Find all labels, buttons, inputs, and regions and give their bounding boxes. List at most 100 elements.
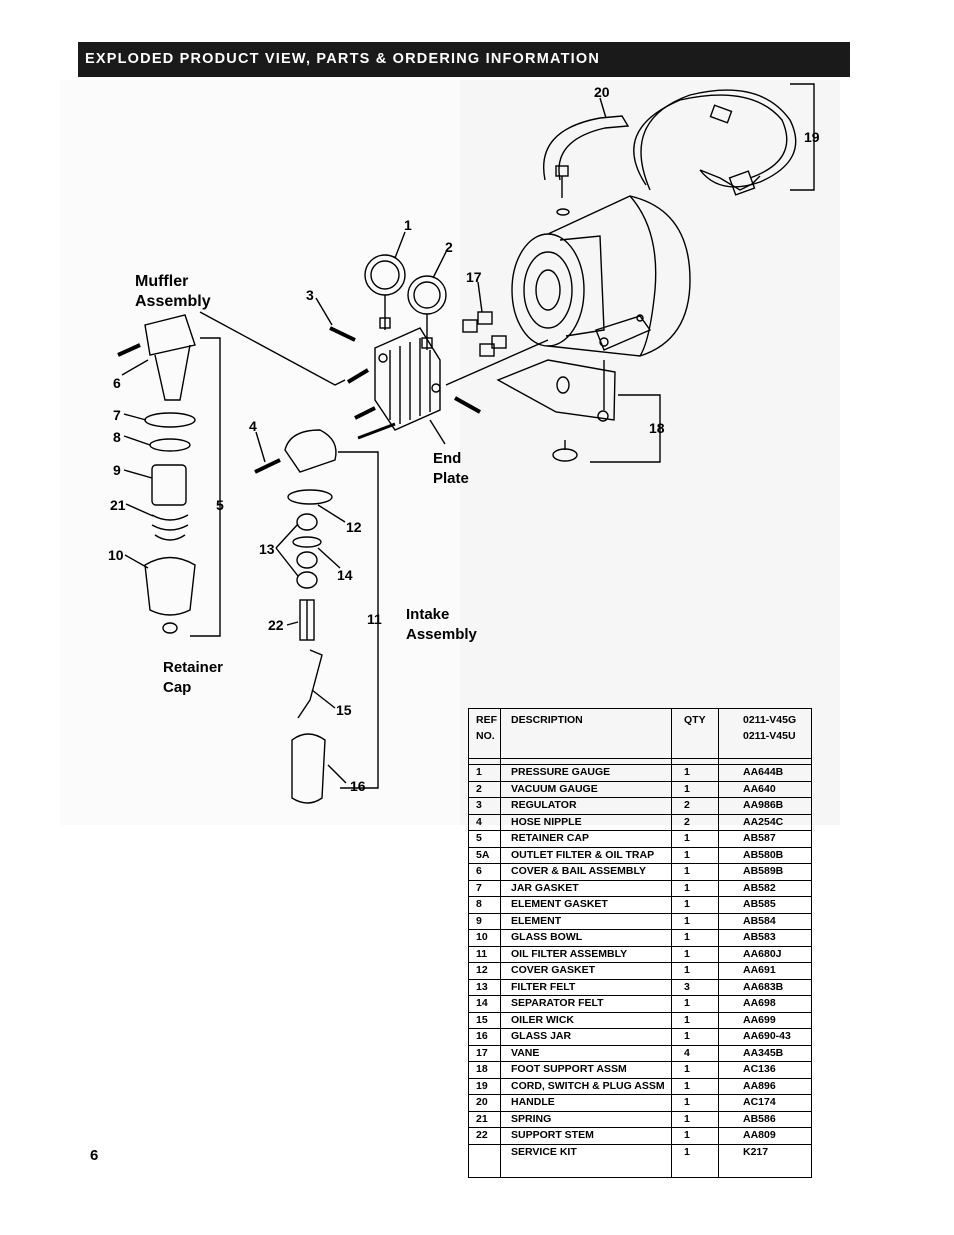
cell-description: COVER & BAIL ASSEMBLY [500,863,672,881]
callout-13: 13 [259,541,275,557]
intake-label-line2: Assembly [406,626,477,643]
callout-1: 1 [404,217,412,233]
cell-ref: 9 [468,913,501,930]
cell-qty: 1 [671,962,719,980]
cell-qty: 1 [671,764,719,782]
cell-qty: 1 [671,781,719,798]
cell-description: SEPARATOR FELT [500,995,672,1013]
cell-description: CORD, SWITCH & PLUG ASSM [500,1078,672,1095]
parts-table-header: REF NO. DESCRIPTION QTY 0211-V45G 0211-V… [468,708,812,759]
cell-ref: 13 [468,979,501,996]
cell-part-number: AA896 [718,1078,812,1095]
callout-10: 10 [108,547,124,563]
callout-3: 3 [306,287,314,303]
callout-2: 2 [445,239,453,255]
cell-description: ELEMENT GASKET [500,896,672,914]
parts-table: REF NO. DESCRIPTION QTY 0211-V45G 0211-V… [468,708,812,1178]
callout-9: 9 [113,462,121,478]
header-qty: QTY [671,708,719,759]
cell-ref: 17 [468,1045,501,1062]
cell-description: RETAINER CAP [500,830,672,848]
table-spacer [468,758,812,765]
section-header: EXPLODED PRODUCT VIEW, PARTS & ORDERING … [78,42,850,77]
callout-19: 19 [804,129,820,145]
cell-qty: 1 [671,1028,719,1046]
header-ref-line1: REF [476,714,497,726]
cell-qty: 1 [671,1111,719,1128]
page-number: 6 [90,1147,99,1164]
cell-description: SERVICE KIT [500,1144,672,1177]
cell-part-number: AB582 [718,880,812,897]
cell-description: GLASS JAR [500,1028,672,1046]
header-ref-line2: NO. [476,730,495,742]
cell-ref: 14 [468,995,501,1013]
cell-part-number: AB580B [718,847,812,864]
intake-assembly-label: Intake Assembly [406,605,477,645]
cell-part-number: AA680J [718,946,812,963]
cell-ref: 18 [468,1061,501,1079]
cell-qty: 1 [671,880,719,897]
header-ref: REF NO. [468,708,501,759]
cell-part-number: AA640 [718,781,812,798]
cell-qty: 1 [671,1144,719,1177]
cell-ref: 12 [468,962,501,980]
muffler-label-line2: Assembly [135,293,211,310]
callout-18: 18 [649,420,665,436]
cell-ref: 7 [468,880,501,897]
callout-12: 12 [346,519,362,535]
cell-description: OUTLET FILTER & OIL TRAP [500,847,672,864]
cell-part-number: AB585 [718,896,812,914]
end-plate-icon [374,327,441,431]
cell-part-number: AA691 [718,962,812,980]
callout-15: 15 [336,702,352,718]
muffler-assembly-icon [117,314,196,634]
cell-ref: 3 [468,797,501,815]
cell-description: FOOT SUPPORT ASSM [500,1061,672,1079]
cell-description: FILTER FELT [500,979,672,996]
cell-part-number: AC136 [718,1061,812,1079]
intake-assembly-icon [254,429,337,804]
cell-qty: 1 [671,1127,719,1145]
end-plate-label-line2: Plate [433,470,469,487]
callout-22: 22 [268,617,284,633]
header-description: DESCRIPTION [500,708,672,759]
cell-description: PRESSURE GAUGE [500,764,672,782]
callout-11: 11 [367,611,382,627]
cell-ref: 4 [468,814,501,831]
cell-part-number: AA644B [718,764,812,782]
cell-qty: 1 [671,896,719,914]
cell-ref: 6 [468,863,501,881]
end-plate-label: End Plate [433,449,469,489]
cell-description: GLASS BOWL [500,929,672,947]
cell-part-number: AB583 [718,929,812,947]
cell-qty: 1 [671,1061,719,1079]
cell-qty: 1 [671,995,719,1013]
cell-description: OIL FILTER ASSEMBLY [500,946,672,963]
cell-description: SUPPORT STEM [500,1127,672,1145]
intake-label-line1: Intake [406,606,450,623]
handle-icon [543,115,630,216]
cell-ref: 2 [468,781,501,798]
cell-ref: 22 [468,1127,501,1145]
callout-6: 6 [113,375,121,391]
cell-qty: 1 [671,929,719,947]
header-model-line2: 0211-V45U [743,730,796,742]
cell-part-number: AA345B [718,1045,812,1062]
cell-description: SPRING [500,1111,672,1128]
diagram-linework [117,83,815,804]
muffler-label-line1: Muffler [135,273,189,290]
